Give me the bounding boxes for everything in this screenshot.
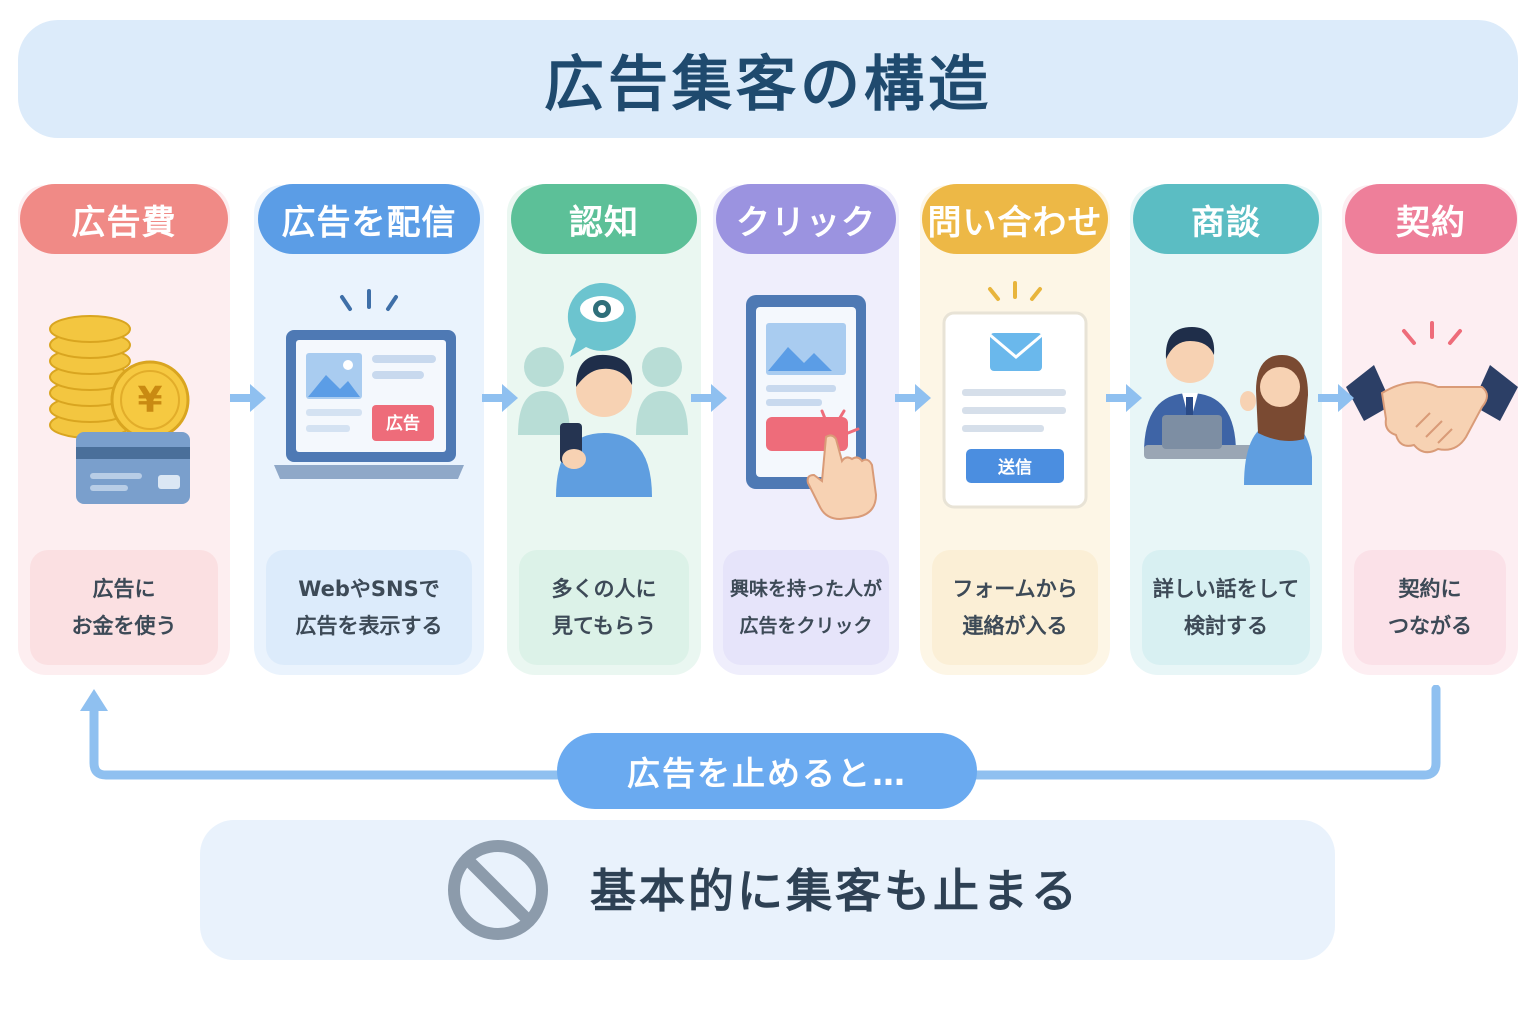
step-desc-deliver: WebやSNSで 広告を表示する <box>266 550 472 665</box>
step-pill-contract: 契約 <box>1345 184 1517 254</box>
step-pill-click: クリック <box>716 184 896 254</box>
form-send-icon: 送信 <box>942 281 1088 509</box>
step-desc-inquiry: フォームから 連絡が入る <box>932 550 1098 665</box>
arrow-right-icon <box>1318 384 1354 412</box>
prohibited-icon <box>448 840 548 940</box>
arrow-right-icon <box>895 384 931 412</box>
arrow-right-icon <box>691 384 727 412</box>
stop-ads-label: 広告を止めると… <box>557 733 977 809</box>
step-desc-awareness: 多くの人に 見てもらう <box>519 550 689 665</box>
step-pill-inquiry: 問い合わせ <box>922 184 1108 254</box>
result-box <box>200 820 1335 960</box>
svg-text:¥: ¥ <box>137 380 162 421</box>
people-eye-icon <box>518 282 688 497</box>
tablet-click-icon <box>746 295 878 521</box>
arrow-right-icon <box>482 384 518 412</box>
step-desc-contract: 契約に つながる <box>1354 550 1506 665</box>
result-text: 基本的に集客も止まる <box>590 864 1080 918</box>
step-desc-negotiation: 詳しい話をして 検討する <box>1142 550 1310 665</box>
handshake-icon <box>1346 321 1518 454</box>
laptop-ad-icon: 広告 <box>274 289 464 479</box>
step-pill-deliver: 広告を配信 <box>258 184 480 254</box>
title-banner: 広告集客の構造 <box>18 20 1518 138</box>
business-meeting-icon <box>1144 327 1312 485</box>
step-pill-negotiation: 商談 <box>1133 184 1319 254</box>
arrow-right-icon <box>1106 384 1142 412</box>
arrow-right-icon <box>230 384 266 412</box>
step-pill-ad-cost: 広告費 <box>20 184 228 254</box>
coins-card-icon: ¥ <box>49 315 190 504</box>
step-pill-awareness: 認知 <box>511 184 697 254</box>
page-title: 広告集客の構造 <box>544 49 992 120</box>
step-desc-click: 興味を持った人が 広告をクリック <box>723 550 889 665</box>
step-desc-ad-cost: 広告に お金を使う <box>30 550 218 665</box>
ad-label: 広告 <box>386 413 420 434</box>
send-label: 送信 <box>998 457 1032 478</box>
